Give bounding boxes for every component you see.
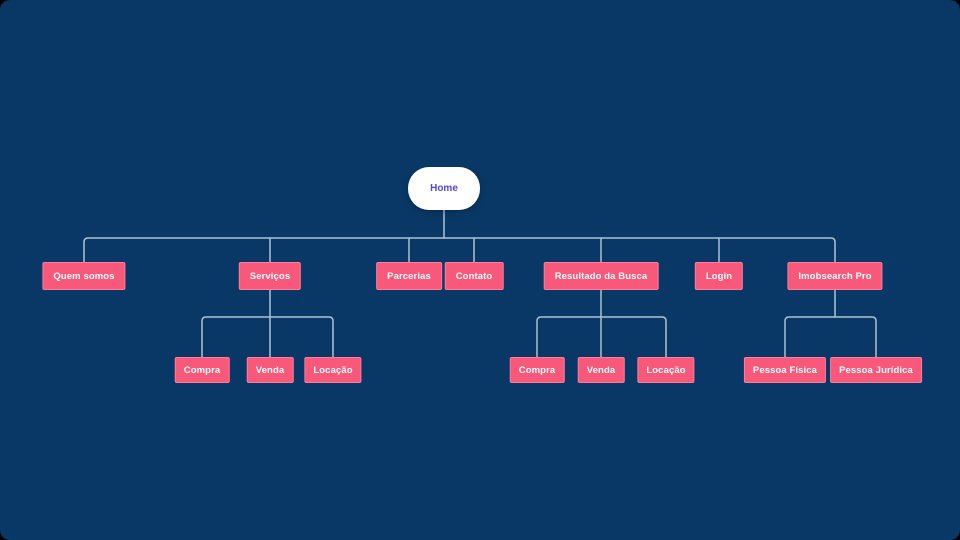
node-servicos[interactable]: Serviços	[238, 262, 302, 290]
node-servicos-locacao[interactable]: Locação	[304, 357, 362, 383]
node-resultado-venda-label: Venda	[586, 364, 616, 376]
node-servicos-venda[interactable]: Venda	[246, 357, 294, 383]
connector-resultado-children	[536, 316, 667, 358]
node-parcerias-label: Parcerias	[387, 270, 431, 282]
node-home-label: Home	[430, 183, 458, 194]
node-quem-somos[interactable]: Quem somos	[42, 262, 126, 290]
node-imobsearch-pro-label: Imobsearch Pro	[798, 270, 872, 282]
node-pessoa-juridica-label: Pessoa Jurídica	[839, 364, 913, 376]
node-pessoa-fisica-label: Pessoa Física	[752, 364, 818, 376]
node-home[interactable]: Home	[408, 167, 480, 210]
node-pessoa-fisica[interactable]: Pessoa Física	[743, 357, 827, 383]
node-servicos-label: Serviços	[249, 270, 291, 282]
connector-servicos-children	[201, 316, 334, 358]
node-servicos-venda-label: Venda	[255, 364, 285, 376]
node-pessoa-juridica[interactable]: Pessoa Jurídica	[830, 357, 922, 383]
node-resultado-locacao-label: Locação	[646, 364, 686, 376]
node-contato-label: Contato	[455, 270, 493, 282]
node-resultado-da-busca[interactable]: Resultado da Busca	[543, 262, 659, 290]
node-resultado-venda[interactable]: Venda	[577, 357, 625, 383]
node-login[interactable]: Login	[694, 262, 744, 290]
node-resultado-compra[interactable]: Compra	[509, 357, 565, 383]
node-quem-somos-label: Quem somos	[53, 270, 115, 282]
node-resultado-compra-label: Compra	[518, 364, 556, 376]
node-parcerias[interactable]: Parcerias	[376, 262, 442, 290]
node-login-label: Login	[705, 270, 733, 282]
node-imobsearch-pro[interactable]: Imobsearch Pro	[787, 262, 883, 290]
node-resultado-da-busca-label: Resultado da Busca	[554, 270, 648, 282]
node-servicos-compra-label: Compra	[183, 364, 221, 376]
node-contato[interactable]: Contato	[444, 262, 504, 290]
node-servicos-compra[interactable]: Compra	[174, 357, 230, 383]
node-resultado-locacao[interactable]: Locação	[637, 357, 695, 383]
connector-imobsearch-children	[784, 316, 877, 358]
connector-level2-bus	[83, 237, 836, 263]
node-servicos-locacao-label: Locação	[313, 364, 353, 376]
